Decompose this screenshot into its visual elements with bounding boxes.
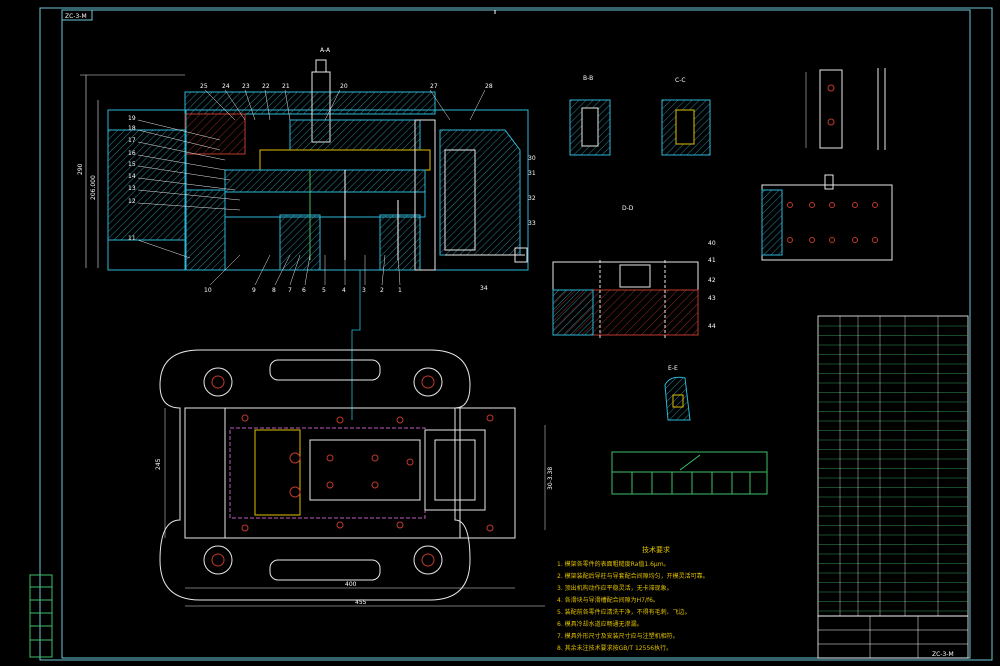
outer-border [39,7,993,661]
part-no-6: 6 [302,287,306,294]
title-block-code: ZC-3-M [932,651,954,658]
detail-views-top: B-B C-C D-D [569,75,711,212]
dim-height-plan: 245 [155,458,162,470]
dim-height-inner: 206.000 [90,175,97,200]
callout-32: 32 [528,195,536,202]
part-no-1: 1 [398,287,402,294]
view-label-dd: D-D [622,205,634,212]
part-no-27: 27 [430,83,438,90]
tech-note-3: 3. 顶出机构动作应平稳灵活，无卡滞现象。 [557,584,673,592]
part-no-16: 16 [128,150,136,157]
tech-note-8: 8. 其余未注技术要求按GB/T 12556执行。 [557,644,672,652]
part-no-20: 20 [340,83,348,90]
view-label-bb: B-B [583,75,593,82]
part-no-4: 4 [342,287,346,294]
dim-width-b: 455 [355,599,367,606]
part-no-22: 22 [262,83,270,90]
tech-note-6: 6. 模具冷却水道应畅通无渗漏。 [557,620,643,628]
callout-44: 44 [708,323,716,330]
part-no-2: 2 [380,287,384,294]
callout-40: 40 [708,240,716,247]
part-no-21: 21 [282,83,290,90]
tech-notes: 技术要求 1. 模架各零件的表面粗糙度Ra值1.6μm。 2. 模架装配后导柱与… [557,545,709,652]
view-label-aa: A-A [320,47,331,54]
part-detail-views [761,68,893,261]
dim-plan-right: 30-3.38 [547,467,554,490]
part-no-8: 8 [272,287,276,294]
tech-note-7: 7. 模具外形尺寸及安装尺寸应与注塑机相符。 [557,632,679,640]
part-no-5: 5 [322,287,326,294]
part-no-3: 3 [362,287,366,294]
callout-41: 41 [708,257,716,264]
tech-note-5: 5. 装配前各零件应清洗干净，不得有毛刺、飞边。 [557,608,691,616]
parts-list [817,315,969,617]
inner-border [61,9,971,659]
tech-notes-heading: 技术要求 [642,545,670,554]
dim-height-left: 290 [77,163,84,175]
callout-30: 30 [528,155,536,162]
callout-34: 34 [480,285,488,292]
part-no-9: 9 [252,287,256,294]
part-no-18: 18 [128,125,136,132]
dim-width-a: 400 [345,581,357,588]
part-no-13: 13 [128,185,136,192]
part-no-7: 7 [288,287,292,294]
part-no-15: 15 [128,161,136,168]
view-label-cc: C-C [675,77,686,84]
part-no-28: 28 [485,83,493,90]
part-no-19: 19 [128,115,136,122]
part-no-25: 25 [200,83,208,90]
detail-view-middle: 40 41 42 43 44 E-E [552,240,716,421]
tech-note-1: 1. 模架各零件的表面粗糙度Ra值1.6μm。 [557,560,670,568]
left-stamp-box [29,574,53,658]
tech-note-2: 2. 模架装配后导柱与导套配合间隙均匀，开模灵活可靠。 [557,572,709,580]
part-no-17: 17 [128,137,136,144]
title-block: ZC-3-M [817,615,969,659]
roughness-table [611,451,768,495]
callout-43: 43 [708,295,716,302]
callout-33: 33 [528,220,536,227]
view-label-ee: E-E [668,365,678,372]
part-no-24: 24 [222,83,230,90]
main-section-view: A-A [77,47,536,420]
corner-code: ZC-3-M [65,13,87,20]
callout-31: 31 [528,170,536,177]
part-no-14: 14 [128,173,136,180]
plan-view: 400 455 245 30-3.38 [155,349,554,607]
part-no-10: 10 [204,287,212,294]
part-no-12: 12 [128,198,136,205]
part-no-11: 11 [128,235,136,242]
tech-note-4: 4. 各滑块与导滑槽配合间隙为H7/f6。 [557,596,659,604]
callout-42: 42 [708,277,716,284]
part-no-23: 23 [242,83,250,90]
